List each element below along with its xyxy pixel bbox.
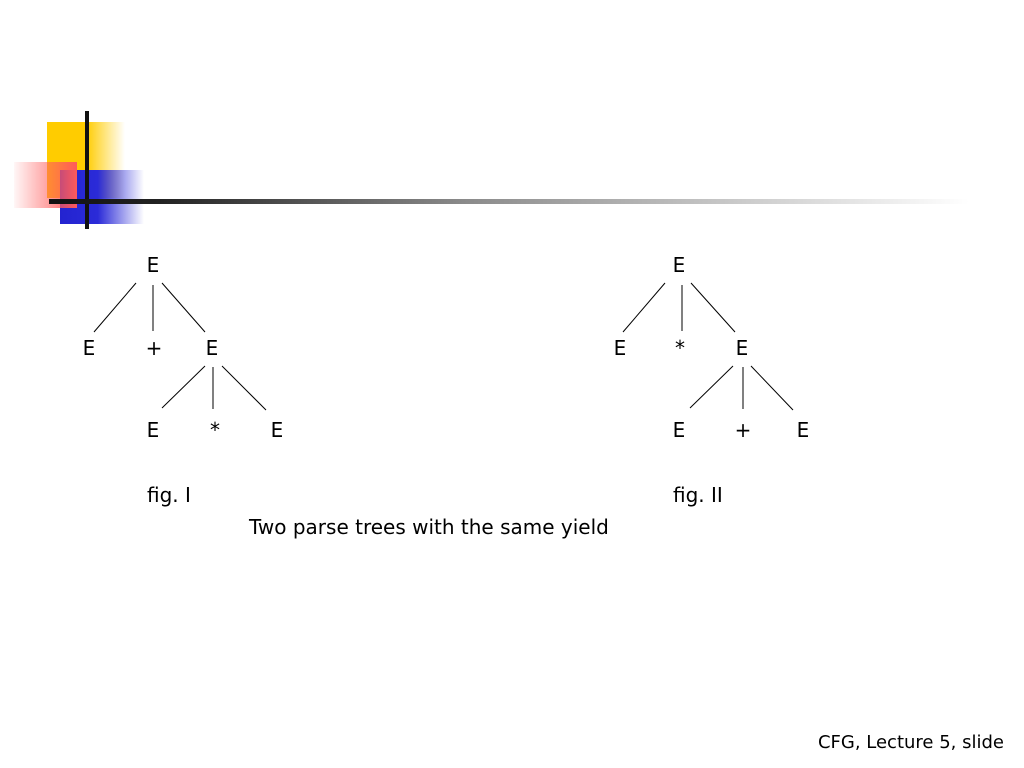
tree2-edge-root-right bbox=[690, 282, 736, 333]
tree2-root-node: E bbox=[673, 253, 686, 277]
tree2-edge-sub-left bbox=[689, 365, 734, 409]
tree2-leaf-right: E bbox=[797, 418, 810, 442]
tree1-node-operator: + bbox=[146, 336, 163, 360]
tree1-node-left: E bbox=[83, 336, 96, 360]
tree1-edge-sub-right bbox=[221, 365, 267, 411]
fig2-caption: fig. II bbox=[673, 483, 723, 507]
tree1-edge-sub-left bbox=[161, 365, 206, 409]
decor-vertical-rule bbox=[85, 111, 89, 229]
tree1-node-right: E bbox=[206, 336, 219, 360]
tree2-leaf-operator: + bbox=[735, 418, 752, 442]
parse-tree-2: E E * E E + E bbox=[614, 253, 810, 442]
tree2-node-right: E bbox=[736, 336, 749, 360]
fig1-caption: fig. I bbox=[147, 483, 191, 507]
slide-footer: CFG, Lecture 5, slide bbox=[817, 732, 1004, 753]
tree2-edge-root-left bbox=[622, 282, 666, 333]
decor-horizontal-rule bbox=[49, 199, 969, 204]
tree2-node-operator: * bbox=[675, 336, 685, 360]
tree1-leaf-left: E bbox=[147, 418, 160, 442]
tree1-edge-root-right bbox=[161, 282, 206, 333]
diagram-caption: Two parse trees with the same yield bbox=[249, 515, 609, 539]
tree1-edge-root-left bbox=[93, 282, 137, 333]
tree1-leaf-operator: * bbox=[210, 418, 220, 442]
tree2-node-left: E bbox=[614, 336, 627, 360]
tree2-leaf-left: E bbox=[673, 418, 686, 442]
tree1-leaf-right: E bbox=[271, 418, 284, 442]
tree2-edge-sub-right bbox=[750, 365, 794, 411]
tree1-root-node: E bbox=[147, 253, 160, 277]
parse-tree-1: E E + E E * E bbox=[83, 253, 284, 442]
